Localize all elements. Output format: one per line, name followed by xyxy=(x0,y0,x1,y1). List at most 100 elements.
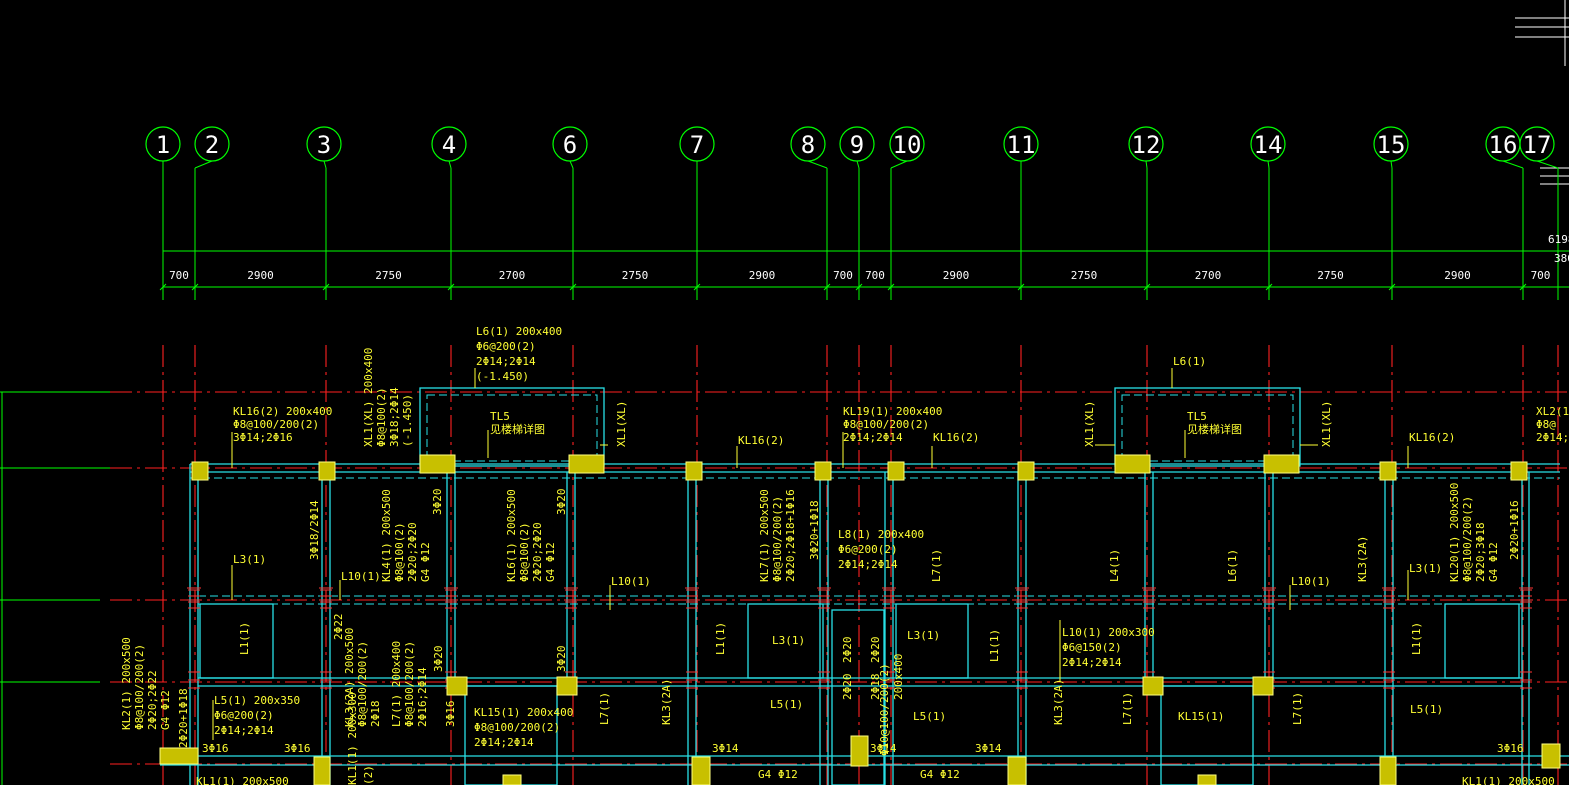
vlabel-kl1-bottom: KL1(1) 200x300 xyxy=(346,692,359,785)
label-kl16-3: 3Φ14;2Φ16 xyxy=(233,431,293,444)
vlabel-rebar-h: 3Φ20 xyxy=(555,646,568,673)
axis-leader-17 xyxy=(1536,160,1559,169)
label-xl2-3: 2Φ14; xyxy=(1536,431,1569,444)
axis-leader-10 xyxy=(890,160,908,169)
vlabel-l4: L4(1) xyxy=(1108,549,1121,582)
label-3f16-c: 3Φ16 xyxy=(1497,742,1524,755)
dim-tick xyxy=(322,283,330,291)
vlabel-kl3-3: 2Φ18 xyxy=(369,701,382,728)
column-21 xyxy=(1379,756,1397,785)
vlabel-kl20-1: KL20(1) 200x500 xyxy=(1448,483,1461,582)
vlabel-kl2-1: KL2(1) 200x500 xyxy=(120,637,133,730)
vlabel-rebar-o: Φ10@100/200(2) xyxy=(878,663,891,756)
label-xl2-1: XL2(1 xyxy=(1536,405,1569,418)
label-kl15-b: KL15(1) xyxy=(1178,710,1224,723)
column-18 xyxy=(691,756,711,785)
vlabel-kl6-4: G4 Φ12 xyxy=(544,542,557,582)
label-3f16-a: 3Φ16 xyxy=(202,742,229,755)
label-l10-c: L10(1) xyxy=(1291,575,1331,588)
beam-outlines xyxy=(160,387,1569,785)
column-4 xyxy=(685,461,703,481)
label-tl5-a: TL5 xyxy=(490,410,510,423)
dim-value-2: 2750 xyxy=(375,269,402,282)
label-l6-2: Φ6@200(2) xyxy=(476,340,536,353)
dim-value-9: 2750 xyxy=(1071,269,1098,282)
axis-number-9: 9 xyxy=(850,131,864,159)
vlabel-kl4-3: 2Φ20;2Φ20 xyxy=(406,522,419,582)
column-7 xyxy=(1017,461,1035,481)
axis-leader-15 xyxy=(1390,160,1393,169)
vlabel-rebar-l: 2Φ20 xyxy=(869,637,882,664)
vlabel-kl3-2: Φ8@100/200(2) xyxy=(356,641,369,727)
label-l8-2: Φ6@200(2) xyxy=(838,543,898,556)
vlabel-xl1-b: XL1(XL) xyxy=(615,401,628,447)
dim-tick xyxy=(1519,283,1527,291)
vlabel-l1-a: L1(1) xyxy=(238,622,251,655)
dim-tick xyxy=(191,283,199,291)
dim-value-3: 2700 xyxy=(499,269,526,282)
label-kl1-left: KL1(1) 200x500 xyxy=(196,775,289,785)
edge-dim-2: 380 xyxy=(1554,252,1569,265)
label-kl15-1: KL15(1) 200x400 xyxy=(474,706,573,719)
column-15 xyxy=(1252,676,1274,696)
dim-value-8: 2900 xyxy=(943,269,970,282)
column-14 xyxy=(1142,676,1164,696)
column-2 xyxy=(419,454,456,474)
vlabel-l1-d: L1(1) xyxy=(1410,622,1423,655)
vlabel-rebar-m: 2Φ20 xyxy=(841,674,854,701)
axis-leader-3 xyxy=(323,160,327,169)
axis-number-3: 3 xyxy=(317,131,331,159)
vlabel-kl2-2: Φ8@100/200(2) xyxy=(133,644,146,730)
edge-dim-1: 6198 xyxy=(1548,233,1569,246)
column-3 xyxy=(568,454,605,474)
label-l10-d1: L10(1) 200x300 xyxy=(1062,626,1155,639)
column-6 xyxy=(887,461,905,481)
column-11 xyxy=(1510,461,1528,481)
vlabel-rebar-g: 3Φ20 xyxy=(432,646,445,673)
vertical-centerlines xyxy=(162,345,1559,785)
vlabel-kl6-3: 2Φ20;2Φ20 xyxy=(531,522,544,582)
vlabel-kl20-2: Φ8@100/200(2) xyxy=(1461,496,1474,582)
vlabel-kl2-4: G4 Φ12 xyxy=(159,690,172,730)
column-9 xyxy=(1263,454,1300,474)
vlabel-l7b-2: Φ8@100/200(2) xyxy=(403,641,416,727)
label-stair-a: 见楼梯详图 xyxy=(490,422,545,436)
column-24 xyxy=(1197,774,1217,785)
axis-leader-12 xyxy=(1145,160,1148,169)
dim-value-13: 700 xyxy=(1531,269,1551,282)
label-3f16-b: 3Φ16 xyxy=(284,742,311,755)
label-l8-1: L8(1) 200x400 xyxy=(838,528,924,541)
vlabel-rebar-k: 2Φ20 xyxy=(841,637,854,664)
vlabel-rebar-c: 3Φ20 xyxy=(555,489,568,516)
vlabel-kl4-1: KL4(1) 200x500 xyxy=(380,489,393,582)
dim-tick xyxy=(447,283,455,291)
label-l3-c: L3(1) xyxy=(772,634,805,647)
vlabel-kl7-1: KL7(1) 200x500 xyxy=(758,489,771,582)
dim-tick xyxy=(1143,283,1151,291)
label-l10-d3: 2Φ14;2Φ14 xyxy=(1062,656,1122,669)
dim-value-11: 2750 xyxy=(1317,269,1344,282)
axis-number-6: 6 xyxy=(563,131,577,159)
label-l3-a: L3(1) xyxy=(233,553,266,566)
label-kl1-right: KL1(1) 200x500 xyxy=(1462,775,1555,785)
column-23 xyxy=(502,774,522,785)
dim-tick xyxy=(693,283,701,291)
label-kl19-1: KL19(1) 200x400 xyxy=(843,405,942,418)
axis-number-4: 4 xyxy=(442,131,456,159)
vlabel-kl3-b: KL3(2A) xyxy=(660,679,673,725)
vlabel-rebar-e: 2Φ20+1Φ16 xyxy=(1508,500,1521,560)
dim-value-4: 2750 xyxy=(622,269,649,282)
left-ruler xyxy=(0,391,115,785)
column-10 xyxy=(1379,461,1397,481)
label-kl16-c: KL16(2) xyxy=(933,431,979,444)
axis-number-11: 11 xyxy=(1007,131,1036,159)
vlabel-kl3-1: KL3(2A) 200x500 xyxy=(343,628,356,727)
vlabel-kl3-a: KL3(2A) xyxy=(1356,536,1369,582)
dim-value-10: 2700 xyxy=(1195,269,1222,282)
dim-value-1: 2900 xyxy=(247,269,274,282)
dimension-lines xyxy=(163,250,1569,288)
column-16 xyxy=(159,747,199,765)
label-l5-c: L5(1) xyxy=(913,710,946,723)
vlabel-kl7-3: 2Φ20;2Φ18+1Φ16 xyxy=(784,489,797,582)
